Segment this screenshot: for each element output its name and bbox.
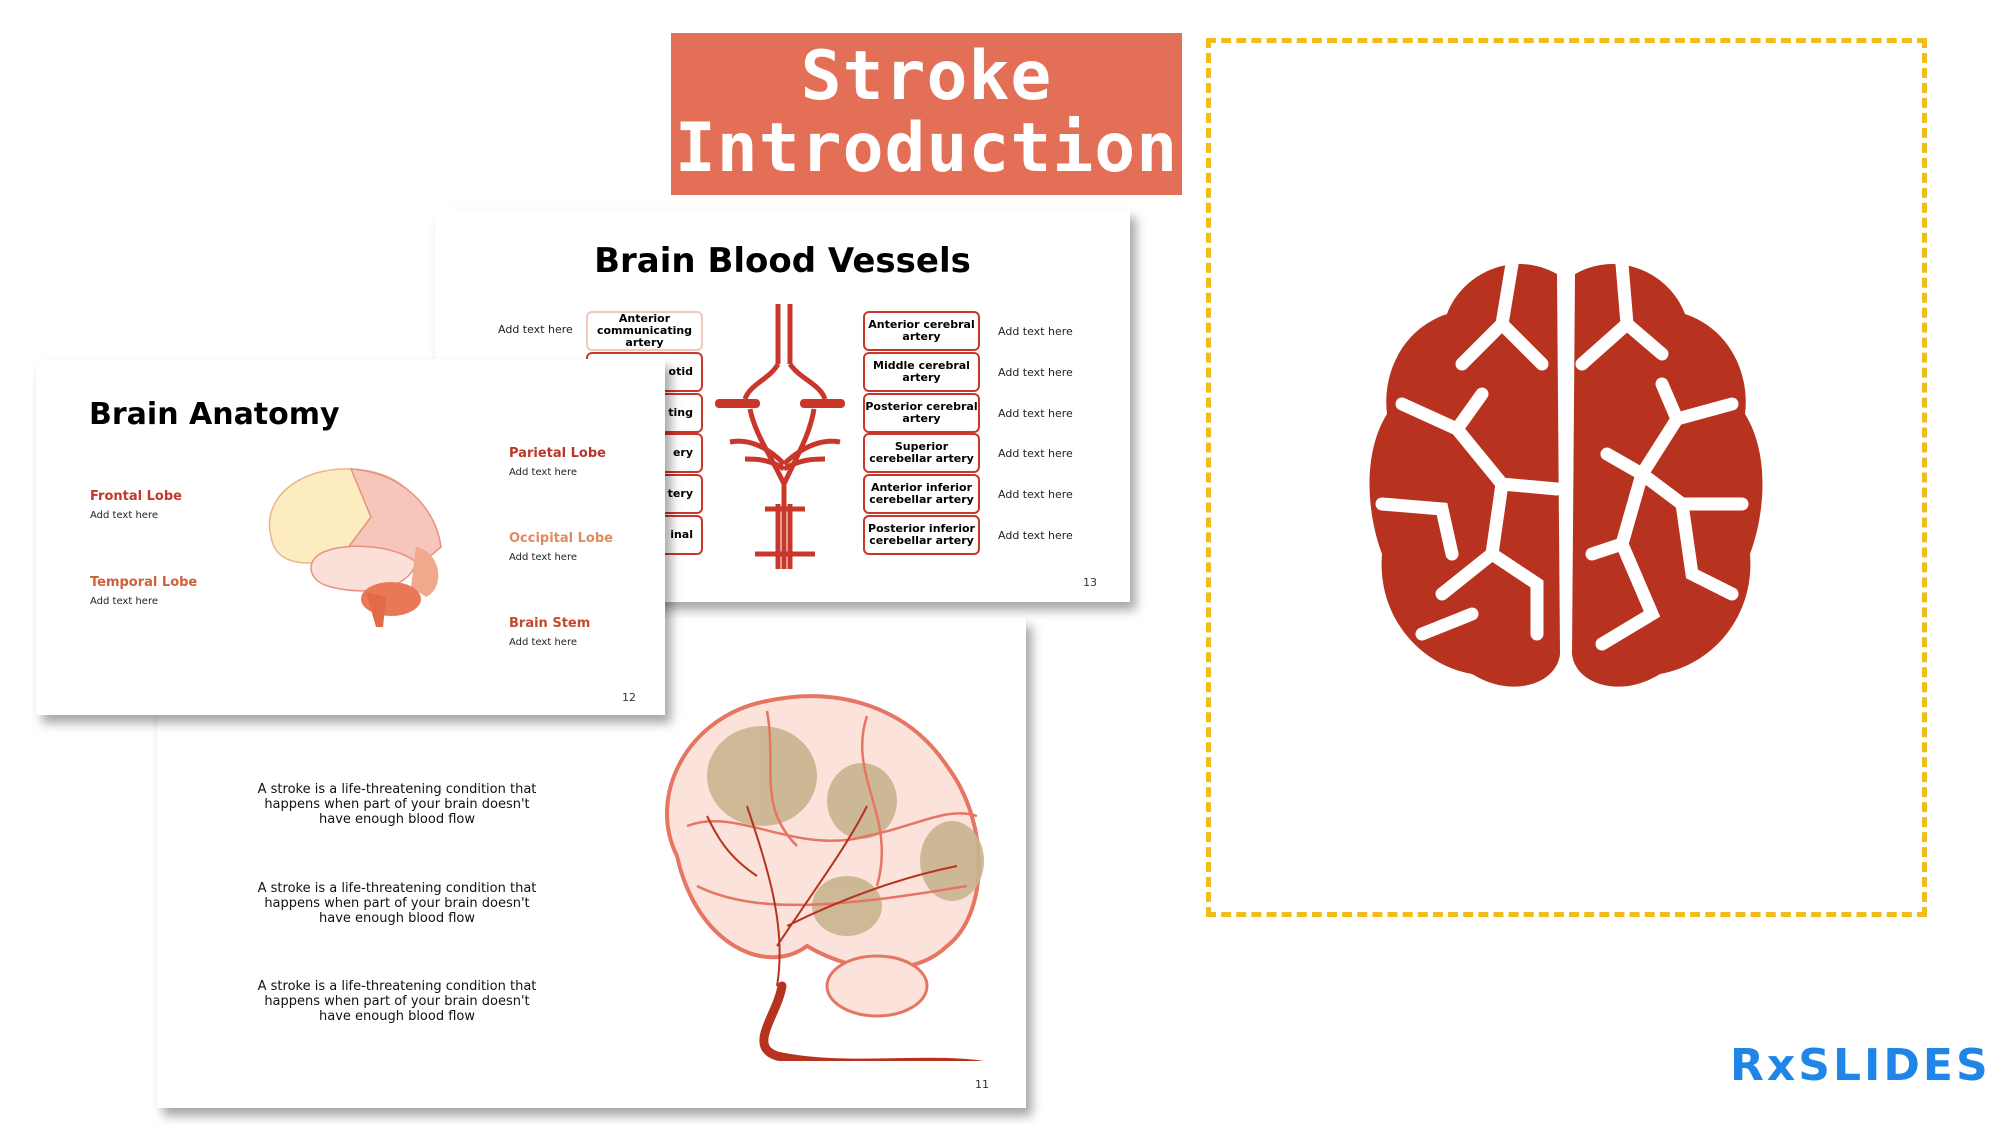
stroke-text: A stroke is a life-threatening condition… xyxy=(257,979,537,1024)
page-number: 13 xyxy=(1083,576,1097,589)
brain-icon xyxy=(1369,257,1763,687)
lobe-label-brain-stem: Brain Stem xyxy=(509,616,591,631)
stroke-text: A stroke is a life-threatening condition… xyxy=(257,881,537,926)
lobe-text: Add text here xyxy=(90,596,158,607)
right-note: Add text here xyxy=(998,447,1073,460)
lobe-text: Add text here xyxy=(509,637,577,648)
right-note: Add text here xyxy=(998,407,1073,420)
page-number: 12 xyxy=(622,691,636,704)
logo-text: RxSLIDES xyxy=(1730,1040,1991,1091)
lobe-label-parietal: Parietal Lobe xyxy=(509,446,606,461)
right-note: Add text here xyxy=(998,529,1073,542)
icon-frame xyxy=(1206,38,1927,917)
slide-stroke-description[interactable]: A stroke is a life-threatening condition… xyxy=(157,618,1026,1108)
vessel-box-left: Anterior communicating artery xyxy=(586,311,703,351)
right-note: Add text here xyxy=(998,488,1073,501)
slide-title: Brain Blood Vessels xyxy=(594,241,971,281)
vessel-box-right: Superior cerebellar artery xyxy=(863,433,980,473)
stroke-text: A stroke is a life-threatening condition… xyxy=(257,782,537,827)
left-note: Add text here xyxy=(498,323,573,336)
right-note: Add text here xyxy=(998,366,1073,379)
lobe-text: Add text here xyxy=(509,552,577,563)
lobe-label-occipital: Occipital Lobe xyxy=(509,531,613,546)
lobe-label-frontal: Frontal Lobe xyxy=(90,489,182,504)
title-banner: Stroke Introduction xyxy=(671,33,1182,195)
title-line-1: Stroke xyxy=(800,37,1053,116)
vessel-box-right: Posterior inferior cerebellar artery xyxy=(863,515,980,555)
right-note: Add text here xyxy=(998,325,1073,338)
rxslides-logo: RxSLIDES xyxy=(1730,1040,1991,1091)
vessel-box-right: Middle cerebral artery xyxy=(863,352,980,392)
page-number: 11 xyxy=(975,1078,989,1091)
vessel-box-right: Anterior cerebral artery xyxy=(863,311,980,351)
slide-title: Brain Anatomy xyxy=(89,397,340,432)
lobe-label-temporal: Temporal Lobe xyxy=(90,575,198,590)
vessel-box-right: Anterior inferior cerebellar artery xyxy=(863,474,980,514)
lobe-text: Add text here xyxy=(509,467,577,478)
brain-anatomy-illustration xyxy=(268,468,442,627)
stroke-brain-illustration xyxy=(665,694,984,1061)
title-line-2: Introduction xyxy=(674,109,1179,188)
slide-brain-anatomy[interactable]: Brain Anatomy Frontal Lobe Add text here… xyxy=(36,359,665,715)
lobe-text: Add text here xyxy=(90,510,158,521)
vessel-box-right: Posterior cerebral artery xyxy=(863,393,980,433)
artery-diagram xyxy=(715,304,845,569)
